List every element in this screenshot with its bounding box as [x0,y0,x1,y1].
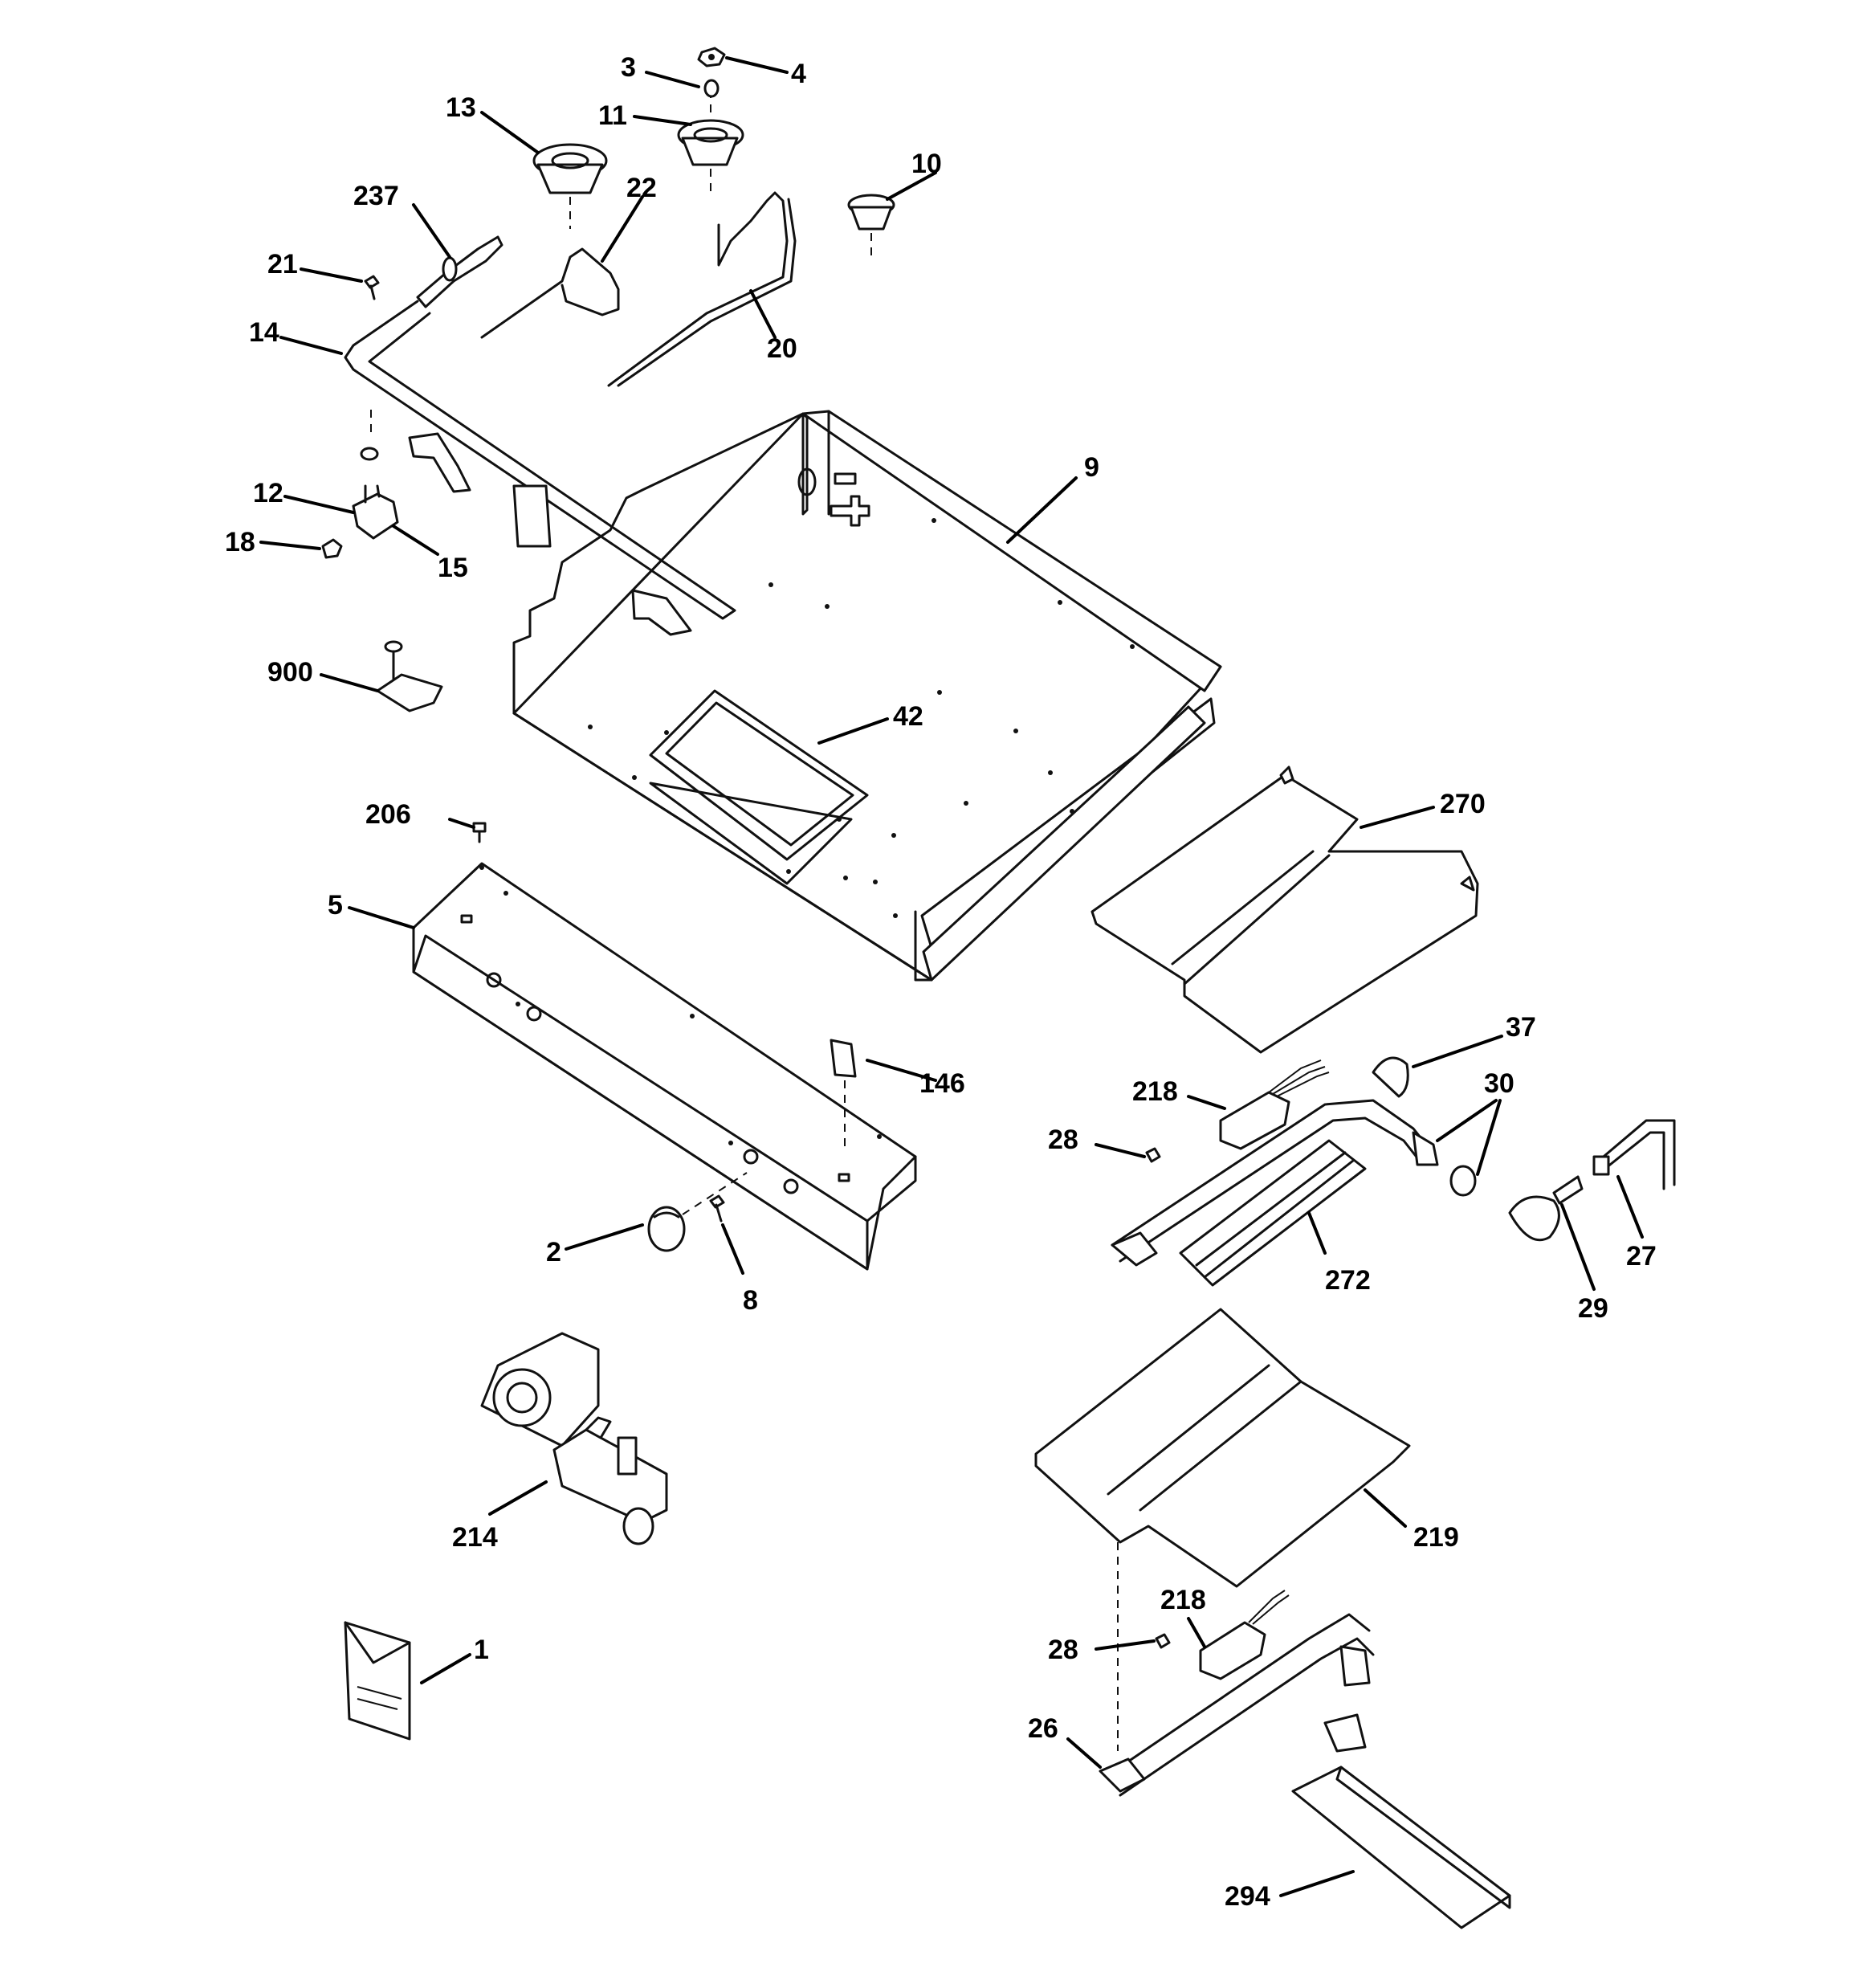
callout-9: 9 [1084,452,1099,483]
valve-214-part [480,1332,668,1545]
oven-burner-lower-part [1099,1613,1375,1797]
callout-218-upper: 218 [1132,1076,1178,1107]
callout-13: 13 [446,92,476,123]
callout-2: 2 [546,1237,561,1268]
callout-900: 900 [267,657,313,688]
leader-lines [259,56,1644,1897]
tube-20-part [607,191,797,387]
manifold-tube-part [344,300,736,636]
screw-21-part [364,275,380,300]
callout-29: 29 [1578,1293,1608,1324]
switch-assembly-part [321,410,399,559]
callout-270: 270 [1440,789,1486,819]
callout-206: 206 [365,799,411,830]
callout-21: 21 [267,249,298,280]
screw-8-part [709,1194,725,1223]
callout-30: 30 [1484,1068,1514,1099]
callout-218-lower: 218 [1160,1585,1206,1615]
ignitor-218-upper-part [1219,1059,1330,1150]
callout-214: 214 [452,1522,498,1553]
knob-2-part [647,1172,748,1252]
callout-219: 219 [1413,1522,1459,1553]
callout-11: 11 [598,100,627,131]
screw-28-lower-part [1155,1633,1171,1649]
clip-900-part [376,640,443,712]
clip-37-part [1372,1056,1409,1098]
callout-3: 3 [621,52,636,83]
manifold-panel-part [412,862,917,1271]
elbow-29-part [1508,1175,1584,1242]
literature-envelope-part [344,1621,411,1741]
callout-18: 18 [225,527,255,557]
bracket-294-part [1291,1766,1511,1929]
spreader-272-part [1179,1139,1367,1287]
callout-22: 22 [626,173,657,203]
callout-27: 27 [1626,1241,1657,1272]
callout-26: 26 [1028,1713,1058,1744]
callout-28-upper: 28 [1048,1125,1078,1155]
burner-head-13-part [532,143,608,229]
shield-219-part [1034,1308,1411,1751]
screw-28-upper-part [1145,1147,1161,1163]
burner-head-10-part [847,194,895,257]
callout-146: 146 [919,1068,965,1099]
callout-20: 20 [767,333,797,364]
callout-labels: 1 2 3 4 5 8 9 10 11 12 13 14 15 18 20 21… [225,52,1657,1912]
washer-3-part [703,79,720,98]
orifice-fitting-part [416,235,503,308]
callout-237: 237 [353,181,399,211]
callout-5: 5 [328,890,343,921]
clip-146-part [830,1039,857,1149]
access-panel-part [649,689,869,885]
fitting-27-part [1592,1119,1676,1190]
shield-270-part [1090,765,1479,1054]
callout-28-lower: 28 [1048,1635,1078,1665]
burner-head-11-part [677,96,744,193]
callout-37: 37 [1506,1012,1536,1043]
callout-42: 42 [893,701,923,732]
callout-4: 4 [791,59,806,89]
callout-14: 14 [249,317,279,348]
nut-4-part [697,47,726,67]
callout-294: 294 [1225,1881,1270,1912]
callout-12: 12 [253,478,283,508]
oven-burner-upper-part [1111,1099,1477,1267]
callout-15: 15 [438,553,468,583]
tube-22-part [480,247,620,339]
ignitor-218-lower-part [1199,1590,1290,1680]
callout-8: 8 [743,1285,758,1316]
callout-10: 10 [911,149,942,179]
callout-272: 272 [1325,1265,1371,1296]
screw-206-part [472,822,487,843]
burner-box-part [512,410,1222,982]
callout-1: 1 [474,1635,489,1665]
